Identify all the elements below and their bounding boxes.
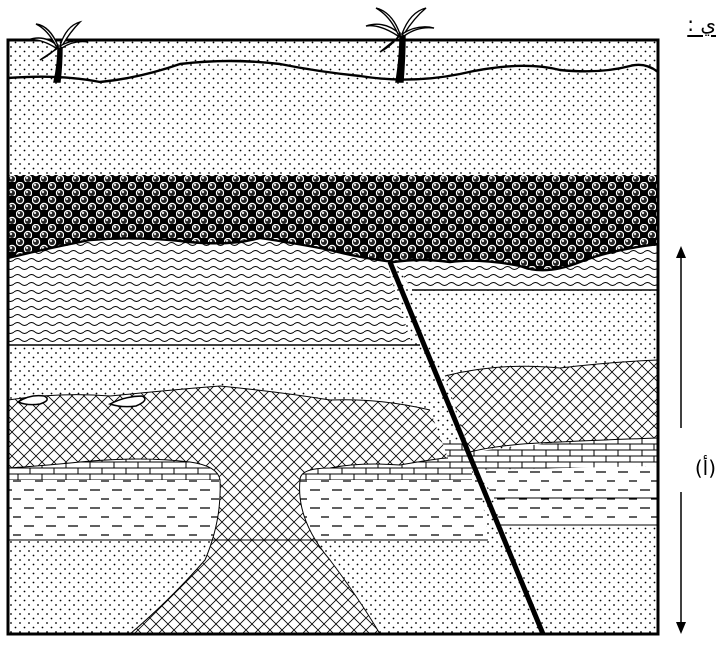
arrow-head-down-icon: [676, 622, 686, 634]
caption-text: ي :: [687, 12, 716, 36]
thickness-marker-label: (أ): [695, 456, 716, 480]
intrusion-right: [445, 360, 658, 452]
arrow-head-up-icon: [676, 246, 686, 258]
layer-shale-right-lower: [494, 498, 658, 525]
layer-shale-right: [478, 466, 658, 498]
thickness-arrow: [676, 246, 686, 634]
